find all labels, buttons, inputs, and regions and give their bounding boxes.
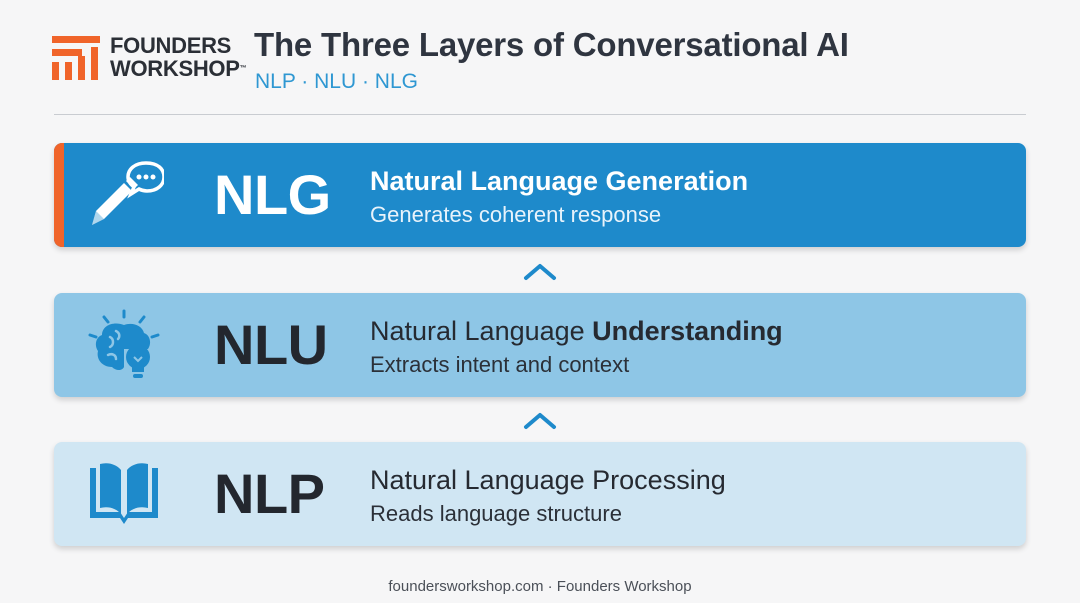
page-title: The Three Layers of Conversational AI xyxy=(254,26,849,63)
brain-lightbulb-icon xyxy=(88,309,160,378)
logo-line-1: FOUNDERS xyxy=(110,33,232,58)
open-book-icon xyxy=(90,463,158,524)
founders-workshop-logo: FOUNDERS WORKSHOP™ xyxy=(52,32,247,84)
layer-nlg-card: NLG Natural Language Generation Generate… xyxy=(54,143,1026,247)
layer-description: Extracts intent and context xyxy=(370,352,630,377)
chevron-up-icon xyxy=(524,264,556,280)
layer-title-prefix: Natural Language xyxy=(370,316,593,346)
accent-bar xyxy=(54,143,64,247)
layer-nlp-card: NLP Natural Language Processing Reads la… xyxy=(54,442,1026,546)
pen-with-speech-bubble-icon xyxy=(92,161,164,225)
logo-wordmark: FOUNDERS WORKSHOP™ xyxy=(110,33,247,81)
layer-acronym: NLP xyxy=(214,462,325,525)
layer-description: Reads language structure xyxy=(370,501,622,526)
founders-workshop-logo-mark-icon xyxy=(52,36,100,80)
footer-credit: foundersworkshop.com · Founders Workshop xyxy=(388,578,692,595)
layer-acronym: NLU xyxy=(214,313,328,376)
trademark-symbol: ™ xyxy=(239,65,247,72)
layer-nlu-card: NLU Natural Language Understanding Extra… xyxy=(54,293,1026,397)
layer-title-emphasis: Understanding xyxy=(592,316,783,346)
layer-title: Natural Language Generation xyxy=(370,166,749,196)
layer-acronym: NLG xyxy=(214,163,331,226)
header-divider xyxy=(54,114,1026,115)
layer-description: Generates coherent response xyxy=(370,202,662,227)
layer-title: Natural Language Processing xyxy=(370,465,726,495)
layer-title: Natural Language Understanding xyxy=(370,315,783,347)
chevron-up-icon xyxy=(524,413,556,429)
page-subtitle: NLP · NLU · NLG xyxy=(255,70,418,93)
logo-line-2: WORKSHOP xyxy=(110,56,240,81)
